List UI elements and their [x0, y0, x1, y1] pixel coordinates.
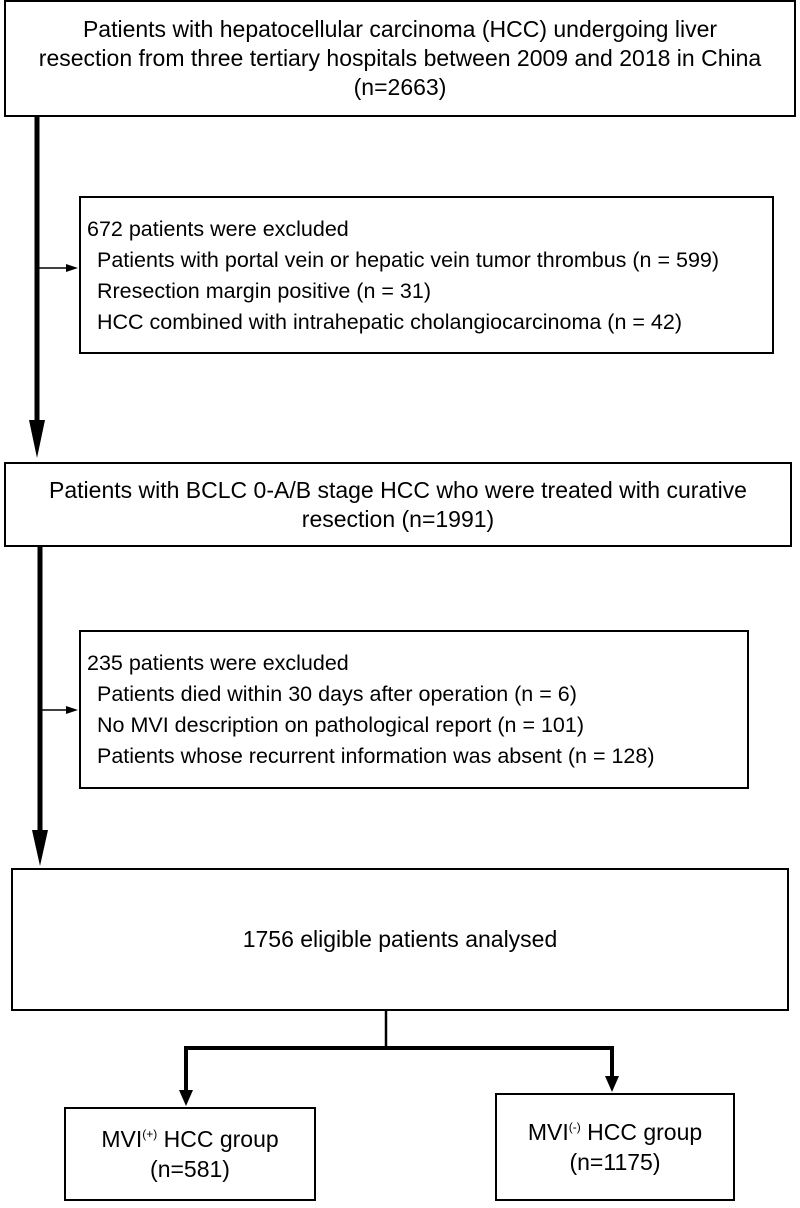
arrowhead-to-mvi-positive: [179, 1090, 193, 1106]
initial-cohort-line-2: resection from three tertiary hospitals …: [38, 45, 762, 71]
second-exclusion-item: No MVI description on pathological repor…: [97, 713, 585, 737]
bclc-cohort-line-2: resection (n=1991): [301, 505, 495, 532]
second-exclusion-item: Patients died within 30 days after opera…: [97, 682, 577, 706]
arrowhead-to-box4: [66, 706, 78, 714]
first-exclusion-item: Rresection margin positive (n = 31): [97, 279, 431, 303]
mvi-positive-label: MVI(+) HCC group: [101, 1126, 279, 1152]
first-exclusion-title: 672 patients were excluded: [87, 217, 349, 241]
second-exclusion-item: Patients whose recurrent information was…: [97, 744, 655, 768]
mvi-negative-count: (n=1175): [569, 1149, 661, 1175]
initial-cohort-count: (n=2663): [353, 74, 447, 100]
first-exclusion-item: HCC combined with intrahepatic cholangio…: [97, 310, 682, 334]
first-exclusion-item: Patients with portal vein or hepatic vei…: [97, 248, 720, 272]
initial-cohort-line-1: Patients with hepatocellular carcinoma (…: [82, 16, 718, 42]
mvi-positive-count: (n=581): [150, 1156, 230, 1182]
second-exclusion-title: 235 patients were excluded: [87, 651, 349, 675]
arrowhead-to-box3: [29, 420, 45, 458]
arrowhead-to-mvi-negative: [605, 1076, 619, 1092]
bclc-cohort-line-1: Patients with BCLC 0-A/B stage HCC who w…: [49, 476, 747, 503]
eligible-cohort-box: 1756 eligible patients analysed: [11, 868, 789, 1011]
first-exclusion-box: 672 patients were excluded Patients with…: [79, 196, 774, 354]
mvi-positive-group-box: MVI(+) HCC group (n=581): [64, 1107, 316, 1201]
arrowhead-to-box5: [32, 830, 48, 866]
bclc-cohort-box: Patients with BCLC 0-A/B stage HCC who w…: [4, 462, 792, 547]
initial-cohort-box: Patients with hepatocellular carcinoma (…: [4, 0, 796, 117]
arrowhead-to-box2: [66, 264, 78, 272]
eligible-cohort-text: 1756 eligible patients analysed: [242, 926, 558, 952]
mvi-negative-label: MVI(-) HCC group: [527, 1119, 703, 1145]
mvi-negative-group-box: MVI(-) HCC group (n=1175): [495, 1093, 735, 1201]
second-exclusion-box: 235 patients were excluded Patients died…: [79, 630, 749, 789]
